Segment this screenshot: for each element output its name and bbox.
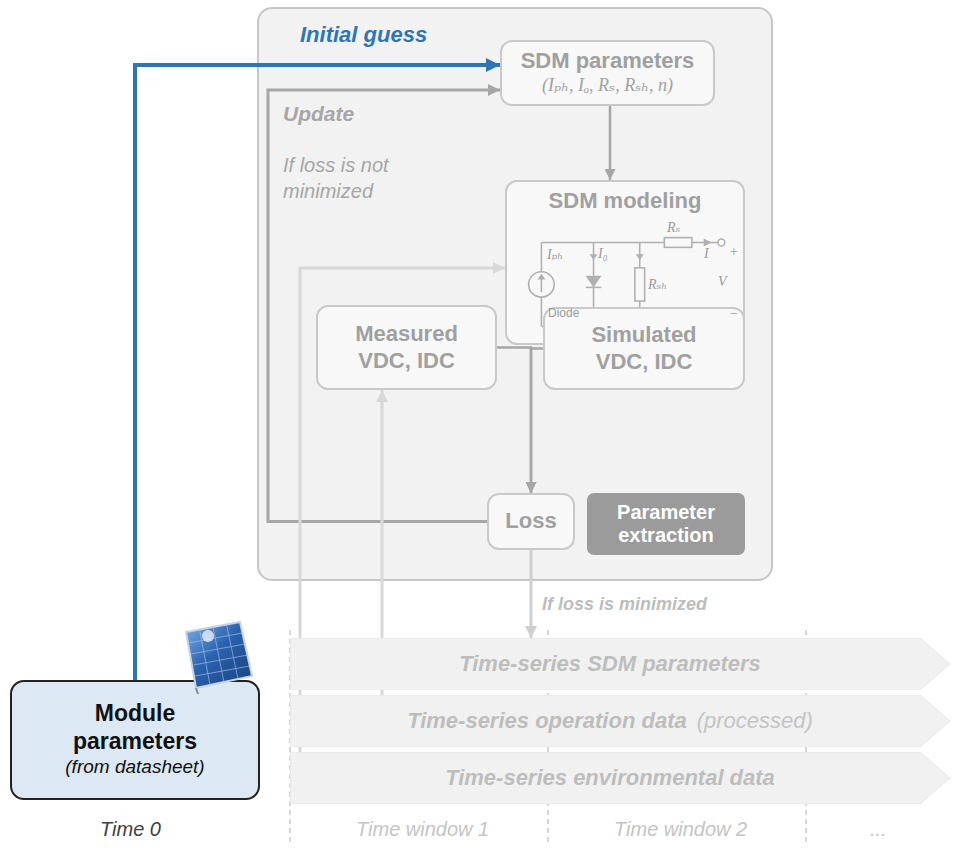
terminal-label: − <box>729 306 738 322</box>
flow-arrow <box>531 349 543 494</box>
edge-label: Update <box>283 102 354 126</box>
time-label: ... <box>870 818 887 841</box>
flow-arrow <box>135 65 500 680</box>
flow-arrow <box>497 348 531 494</box>
node-title: Time-series environmental data <box>445 765 775 791</box>
parameter-box: SDM parameters(Iₚₕ, Iₒ, Rₛ, Rₛₕ, n) <box>500 40 715 106</box>
node-title: SDM parameters <box>521 48 695 74</box>
node-subtitle: VDC, IDC <box>358 348 455 374</box>
node-subtitle: (from datasheet) <box>65 755 204 780</box>
time-label: Time 0 <box>100 818 161 841</box>
circuit-symbol-label: Iₚₕ <box>547 246 563 263</box>
node-title: Simulated <box>591 322 696 348</box>
flow-arrow <box>268 90 500 522</box>
circuit-symbol-label: Diode <box>548 306 579 320</box>
flow-arrow <box>530 550 533 638</box>
terminal-label: + <box>729 244 738 260</box>
band-arrow <box>290 638 950 690</box>
note-text: If loss is not minimized <box>283 152 453 204</box>
band-arrow <box>290 695 950 747</box>
node-subtitle: (Iₚₕ, Iₒ, Rₛ, Rₛₕ, n) <box>542 74 673 97</box>
extraction-panel: SDM parameters(Iₚₕ, Iₒ, Rₛ, Rₛₕ, n) <box>258 8 772 580</box>
extraction-panel-ground <box>258 8 772 580</box>
loss-box: Loss <box>487 493 575 550</box>
module-box: Module parameters(from datasheet) <box>10 680 260 800</box>
node-title: SDM modeling <box>549 188 702 214</box>
node-subtitle: VDC, IDC <box>596 349 693 375</box>
timeline-band: Time-series operation data (processed) <box>290 695 950 747</box>
time-label: Time window 1 <box>356 818 489 841</box>
node-title: Time-series SDM parameters <box>459 651 761 677</box>
time-label: Time window 2 <box>614 818 747 841</box>
circuit-symbol-label: Rₛ <box>667 219 680 236</box>
band-arrow <box>290 752 950 804</box>
node-title: Parameter extraction <box>587 493 745 555</box>
edge-label: If loss is minimized <box>542 594 707 615</box>
data-box: MeasuredVDC, IDC <box>316 305 497 390</box>
flow-arrow <box>609 106 612 180</box>
node-title: Loss <box>505 508 556 534</box>
node-title: Time-series operation data <box>407 708 687 734</box>
terminal-label: V <box>718 274 727 290</box>
circuit-symbol-label: Rₛₕ <box>648 276 667 293</box>
timeline-band: Time-series environmental data <box>290 752 950 804</box>
timeline-band: Time-series SDM parameters <box>290 638 950 690</box>
node-subtitle: (processed) <box>697 708 813 734</box>
circuit-symbol-label: I <box>704 246 709 262</box>
node-title: Measured <box>355 321 458 347</box>
edge-label: Initial guess <box>300 22 427 48</box>
circuit-symbol-label: I₀ <box>598 246 608 262</box>
solar-panel-icon <box>178 618 258 694</box>
node-title: Module parameters <box>45 700 225 755</box>
